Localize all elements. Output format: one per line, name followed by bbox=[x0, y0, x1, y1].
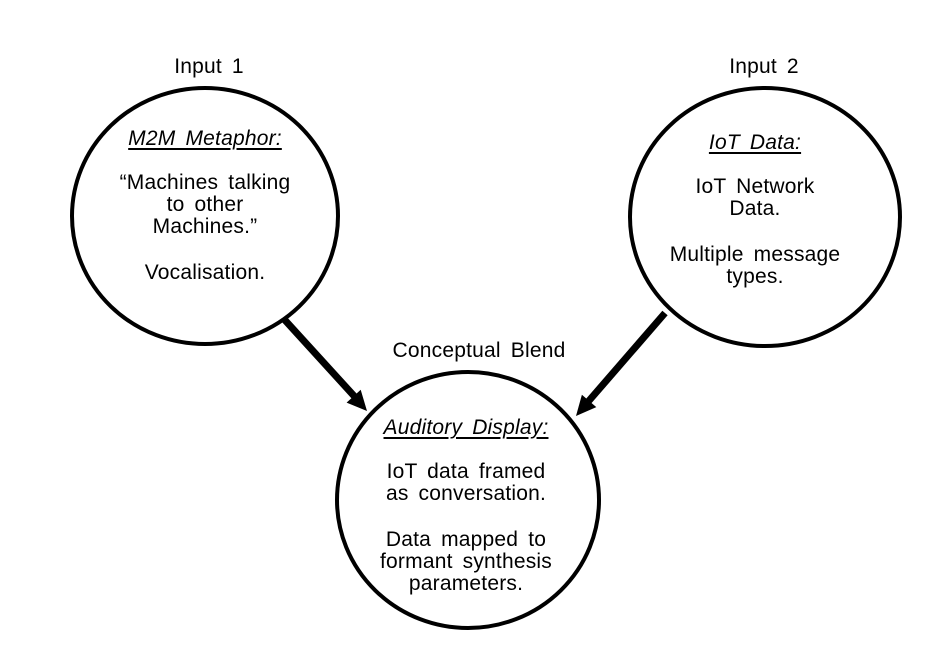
input2-title: IoT Data: bbox=[708, 131, 802, 154]
text-line: as conversation. bbox=[385, 482, 547, 505]
input1-paragraph-1: “Machines talking to other Machines.” bbox=[85, 172, 325, 238]
blend-paragraph-2: Data mapped to formant synthesis paramet… bbox=[346, 529, 586, 595]
arrow-input2-head bbox=[576, 394, 597, 416]
input1-label: Input 1 bbox=[174, 55, 244, 78]
arrow-input1-shaft bbox=[280, 315, 358, 400]
blend-title: Auditory Display: bbox=[383, 416, 549, 439]
text-line: types. bbox=[726, 265, 784, 288]
text-line: Multiple message bbox=[669, 243, 841, 266]
input2-paragraph-1: IoT Network Data. bbox=[635, 176, 875, 220]
blend-circle bbox=[335, 370, 601, 630]
text-line: formant synthesis bbox=[380, 550, 552, 573]
text-line: to other bbox=[166, 193, 244, 216]
text-line: parameters. bbox=[408, 572, 524, 595]
text-line: Vocalisation. bbox=[144, 261, 266, 284]
input1-content: M2M Metaphor: “Machines talking to other… bbox=[85, 128, 325, 284]
arrow-input1-head bbox=[346, 389, 367, 411]
input2-paragraph-2: Multiple message types. bbox=[635, 244, 875, 288]
blend-paragraph-1: IoT data framed as conversation. bbox=[346, 461, 586, 505]
input1-title: M2M Metaphor: bbox=[128, 127, 282, 150]
text-line: “Machines talking bbox=[119, 171, 291, 194]
text-line: Data mapped to bbox=[385, 528, 547, 551]
arrow-input2-shaft bbox=[584, 310, 668, 406]
input2-label: Input 2 bbox=[729, 55, 799, 78]
input1-circle bbox=[70, 86, 340, 346]
blend-content: Auditory Display: IoT data framed as con… bbox=[346, 417, 586, 595]
text-line: IoT Network bbox=[695, 175, 815, 198]
arrow-input2-to-blend bbox=[576, 310, 668, 416]
input2-circle bbox=[628, 86, 902, 348]
input2-content: IoT Data: IoT Network Data. Multiple mes… bbox=[635, 132, 875, 288]
text-line: Machines.” bbox=[152, 215, 258, 238]
arrow-input1-to-blend bbox=[280, 315, 367, 411]
input1-paragraph-2: Vocalisation. bbox=[85, 262, 325, 284]
text-line: Data. bbox=[729, 197, 781, 220]
text-line: IoT data framed bbox=[386, 460, 546, 483]
blend-label: Conceptual Blend bbox=[392, 339, 566, 362]
